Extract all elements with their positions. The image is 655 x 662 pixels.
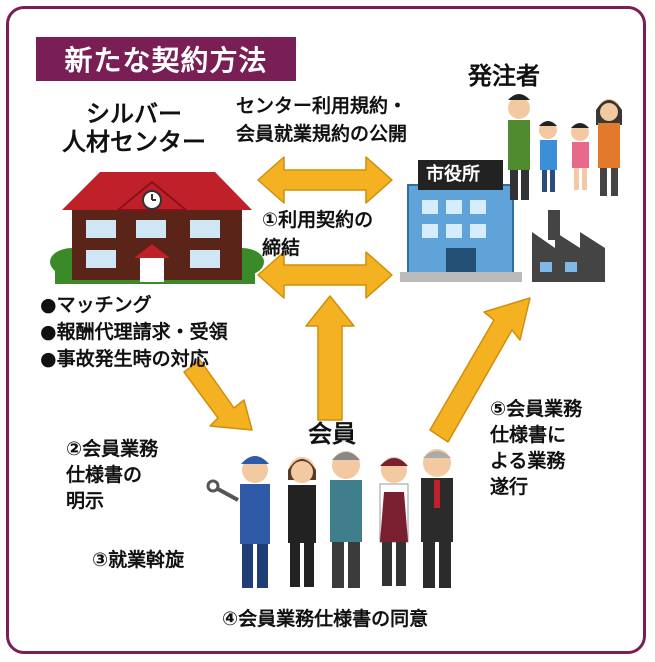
center-to-member-arrow-icon — [183, 359, 253, 431]
step1-contract-label: ①利用契約の 締結 — [262, 209, 374, 259]
member-to-orderer-arrow-icon — [429, 297, 531, 443]
step3-placement-label: ③就業斡旋 — [92, 549, 185, 571]
member-up-arrow-icon — [305, 295, 355, 421]
members-group-icon — [206, 449, 453, 588]
members-label: 会員 — [308, 420, 356, 448]
orderer-label: 発注者 — [468, 62, 540, 90]
publish-arrow-icon — [257, 156, 393, 204]
diagram-frame — [6, 6, 646, 654]
step5-execution-label: ⑤会員業務 仕様書に よる業務 遂行 — [490, 398, 583, 498]
center-task-item: ●マッチング — [40, 294, 152, 316]
step2-spec-label: ②会員業務 仕様書の 明示 — [66, 438, 159, 512]
publish-rules-label: センター利用規約・ 会員就業規約の公開 — [236, 95, 408, 145]
factory-building-icon — [532, 210, 605, 282]
silver-center-label: シルバー 人材センター — [62, 100, 206, 156]
city-hall-building-icon — [400, 160, 522, 282]
center-task-item: ●事故発生時の対応 — [40, 348, 209, 370]
city-hall-sign: 市役所 — [426, 164, 480, 185]
orderer-family-icon — [508, 94, 622, 200]
center-task-item: ●報酬代理請求・受領 — [40, 321, 228, 343]
silver-center-building-icon — [50, 172, 264, 284]
center-task-list: ●マッチング ●報酬代理請求・受領 ●事故発生時の対応 — [40, 292, 228, 373]
step4-consent-label: ④会員業務仕様書の同意 — [222, 608, 429, 630]
contract-arrow-icon — [257, 251, 393, 299]
diagram-title: 新たな契約方法 — [36, 37, 296, 81]
